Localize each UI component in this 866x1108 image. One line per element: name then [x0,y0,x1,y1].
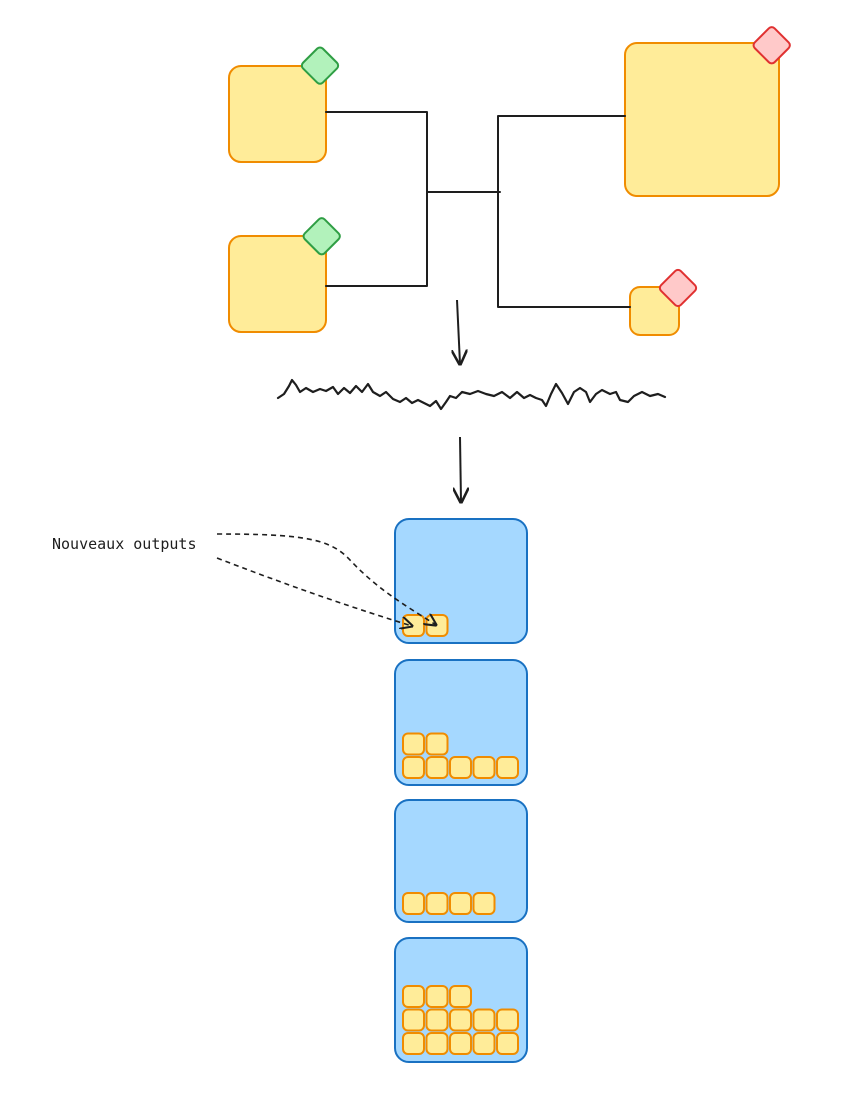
block-3 [394,799,528,923]
output-coin [425,732,449,756]
output-coin [449,1032,472,1055]
output-coin [425,1032,449,1055]
invalid-badge-icon [752,26,791,65]
invalid-badge-icon [658,268,698,308]
output-coin [425,1008,449,1032]
output-coin [402,614,425,637]
input-box-2 [228,217,341,333]
output-box-1 [624,26,791,197]
annotation-arrows [216,533,436,626]
output-coin [402,1032,425,1055]
annotation-label: Nouveaux outputs [52,535,197,553]
arrow-down-icon [460,436,461,502]
output-coin [496,1008,519,1032]
input-box-1 [228,46,340,163]
output-coin [449,1008,472,1032]
output-coin [472,1008,496,1032]
output-coin [496,1032,519,1055]
output-coin [472,1032,496,1055]
valid-badge-icon [300,46,340,85]
output-coin [449,756,472,779]
output-coin [402,985,425,1008]
output-coin [496,756,519,779]
output-coin [449,985,472,1008]
output-coin [449,892,472,915]
output-coin [472,756,496,779]
valid-badge-icon [302,217,341,256]
block-1 [394,518,528,644]
output-coin [402,1008,425,1032]
hash-squiggle [276,378,667,411]
output-box-2 [629,268,698,336]
output-coin [402,892,425,915]
output-coin [425,614,449,637]
output-coin [425,756,449,779]
output-coin [425,985,449,1008]
transaction-connectors [325,111,631,308]
output-coin [472,892,496,915]
output-coin [402,732,425,756]
output-coin [402,756,425,779]
arrow-down-icon [457,299,460,364]
output-coin [425,892,449,915]
